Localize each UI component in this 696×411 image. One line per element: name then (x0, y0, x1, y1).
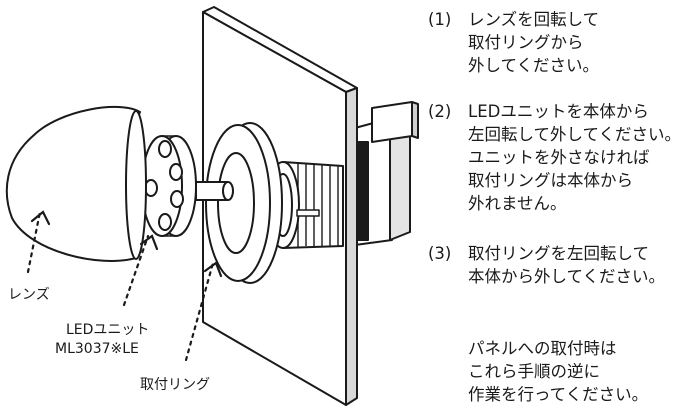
step-1-line: 外してください。 (468, 56, 600, 75)
step-1: (1) レンズを回転して 取付リングから 外してください。 (428, 8, 599, 77)
step-3: (3) 取付リングを左回転して 本体から外してください。 (428, 242, 665, 288)
ring-leader (184, 261, 223, 362)
led-unit-leader (122, 234, 159, 307)
led-shaft (195, 181, 234, 201)
note-line: 作業を行ってください。 (468, 385, 649, 404)
note-line: これら手順の逆に (468, 362, 600, 381)
lens-leader (26, 210, 51, 274)
step-2-number: (2) (428, 102, 452, 121)
step-2-line: LEDユニットを本体から (468, 102, 649, 121)
led-unit-part (141, 135, 197, 237)
note-line: パネルへの取付時は (468, 339, 617, 358)
step-2: (2) LEDユニットを本体から 左回転して外してください。 ユニットを外さなけ… (428, 100, 681, 215)
step-1-line: レンズを回転して (468, 10, 600, 29)
mounting-ring-part (205, 122, 283, 284)
installation-note: パネルへの取付時は これら手順の逆に 作業を行ってください。 (468, 337, 648, 406)
step-1-number: (1) (428, 10, 452, 29)
lens-part (5, 105, 147, 262)
step-2-line: 外れません。 (468, 194, 567, 213)
step-2-line: 取付リングは本体から (468, 171, 633, 190)
back-bracket (354, 101, 419, 246)
lens-label: レンズ (8, 287, 50, 303)
step-3-number: (3) (428, 244, 452, 263)
led-unit-label: LEDユニット (66, 322, 150, 338)
step-3-line: 本体から外してください。 (468, 267, 666, 286)
mounting-ring-label: 取付リング (140, 377, 210, 393)
step-2-line: 左回転して外してください。 (468, 125, 682, 144)
step-3-line: 取付リングを左回転して (468, 244, 650, 263)
step-2-line: ユニットを外さなければ (468, 148, 650, 167)
led-unit-model-label: ML3037※LE (55, 341, 139, 357)
step-1-line: 取付リングから (468, 33, 584, 52)
